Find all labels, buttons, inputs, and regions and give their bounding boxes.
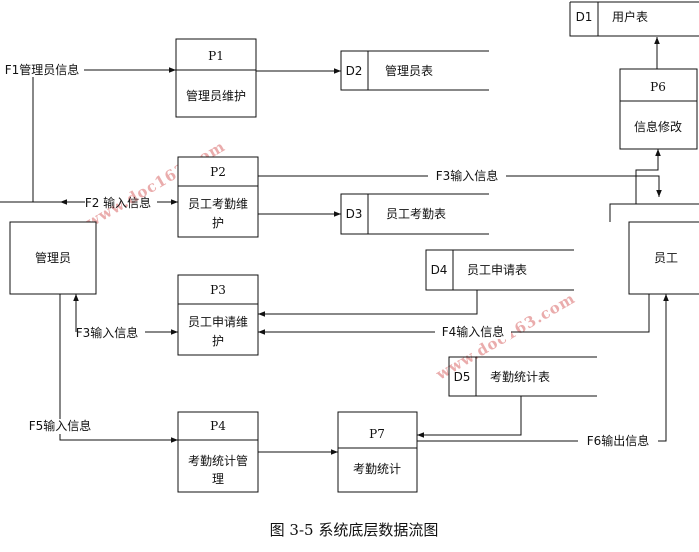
store-d4-id: D4 — [431, 263, 448, 277]
process-p6-name: 信息修改 — [634, 119, 682, 134]
flow-f5-label: F5输入信息 — [29, 418, 92, 433]
process-p3-name-line2: 护 — [212, 334, 224, 348]
flow-f1-label: F1管理员信息 — [5, 62, 80, 77]
entity-admin: 管理员 — [9, 221, 97, 295]
store-d2-name: 管理员表 — [385, 63, 433, 78]
flow-f6-label: F6输出信息 — [587, 433, 650, 448]
process-p2-name-line2: 护 — [212, 216, 224, 230]
process-p6: P6 信息修改 — [619, 68, 698, 150]
store-d3-name: 员工考勤表 — [386, 207, 446, 221]
process-p2: P2 员工考勤维 护 — [177, 156, 259, 238]
process-p4-name-line1: 考勤统计管 — [188, 453, 248, 468]
process-p3-id: P3 — [210, 283, 226, 297]
store-d1-name: 用户表 — [612, 9, 648, 24]
flow-f2-label: F2 输入信息 — [85, 195, 151, 210]
store-d2: D2 管理员表 — [340, 50, 489, 91]
store-d3: D3 员工考勤表 — [340, 193, 489, 235]
flow-f3-left: F3输入信息 — [73, 294, 178, 340]
flow-d4-p3 — [258, 290, 478, 317]
flow-f3-left-label: F3输入信息 — [76, 325, 139, 340]
store-d5: D5 考勤统计表 — [448, 356, 597, 397]
process-p1-name: 管理员维护 — [186, 88, 246, 103]
flow-f3-top-label: F3输入信息 — [436, 168, 499, 183]
process-p3-name-line1: 员工申请维 — [188, 315, 248, 329]
flow-employee-bracket — [609, 203, 699, 222]
process-p4: P4 考勤统计管 理 — [177, 411, 259, 493]
entity-admin-label: 管理员 — [35, 250, 71, 265]
entity-employee-label: 员工 — [654, 251, 678, 265]
store-d4: D4 员工申请表 — [425, 249, 574, 291]
store-d2-id: D2 — [346, 64, 363, 78]
figure-caption: 图 3-5 系统底层数据流图 — [270, 521, 439, 539]
flow-f3-top: F3输入信息 — [258, 168, 662, 197]
process-p4-name-line2: 理 — [212, 472, 224, 486]
flow-employee-p6 — [635, 149, 661, 204]
process-p1: P1 管理员维护 — [175, 38, 257, 118]
store-d5-name: 考勤统计表 — [490, 370, 550, 384]
process-p6-id: P6 — [650, 80, 666, 94]
store-d4-name: 员工申请表 — [467, 263, 527, 277]
process-p2-name-line1: 员工考勤维 — [188, 197, 248, 211]
flow-f4-label: F4输入信息 — [442, 324, 505, 339]
flow-d5-p7 — [417, 396, 522, 438]
flow-f2: F2 输入信息 — [0, 195, 178, 210]
process-p7-id: P7 — [369, 427, 385, 441]
process-p4-id: P4 — [210, 419, 226, 433]
flow-f6: F6输出信息 — [417, 294, 669, 448]
flow-f1: F1管理员信息 — [0, 62, 176, 202]
store-d1: D1 用户表 — [569, 1, 699, 37]
process-p1-id: P1 — [208, 49, 224, 63]
process-p7: P7 考勤统计 — [337, 411, 418, 493]
store-d1-id: D1 — [576, 10, 593, 24]
process-p2-id: P2 — [210, 165, 226, 179]
store-d5-id: D5 — [454, 370, 471, 384]
store-d3-id: D3 — [346, 207, 363, 221]
flow-f4: F4输入信息 — [258, 294, 650, 339]
flow-f5: F5输入信息 — [20, 294, 178, 443]
process-p7-name: 考勤统计 — [353, 462, 401, 476]
process-p3: P3 员工申请维 护 — [177, 274, 259, 356]
entity-employee: 员工 — [628, 221, 699, 295]
